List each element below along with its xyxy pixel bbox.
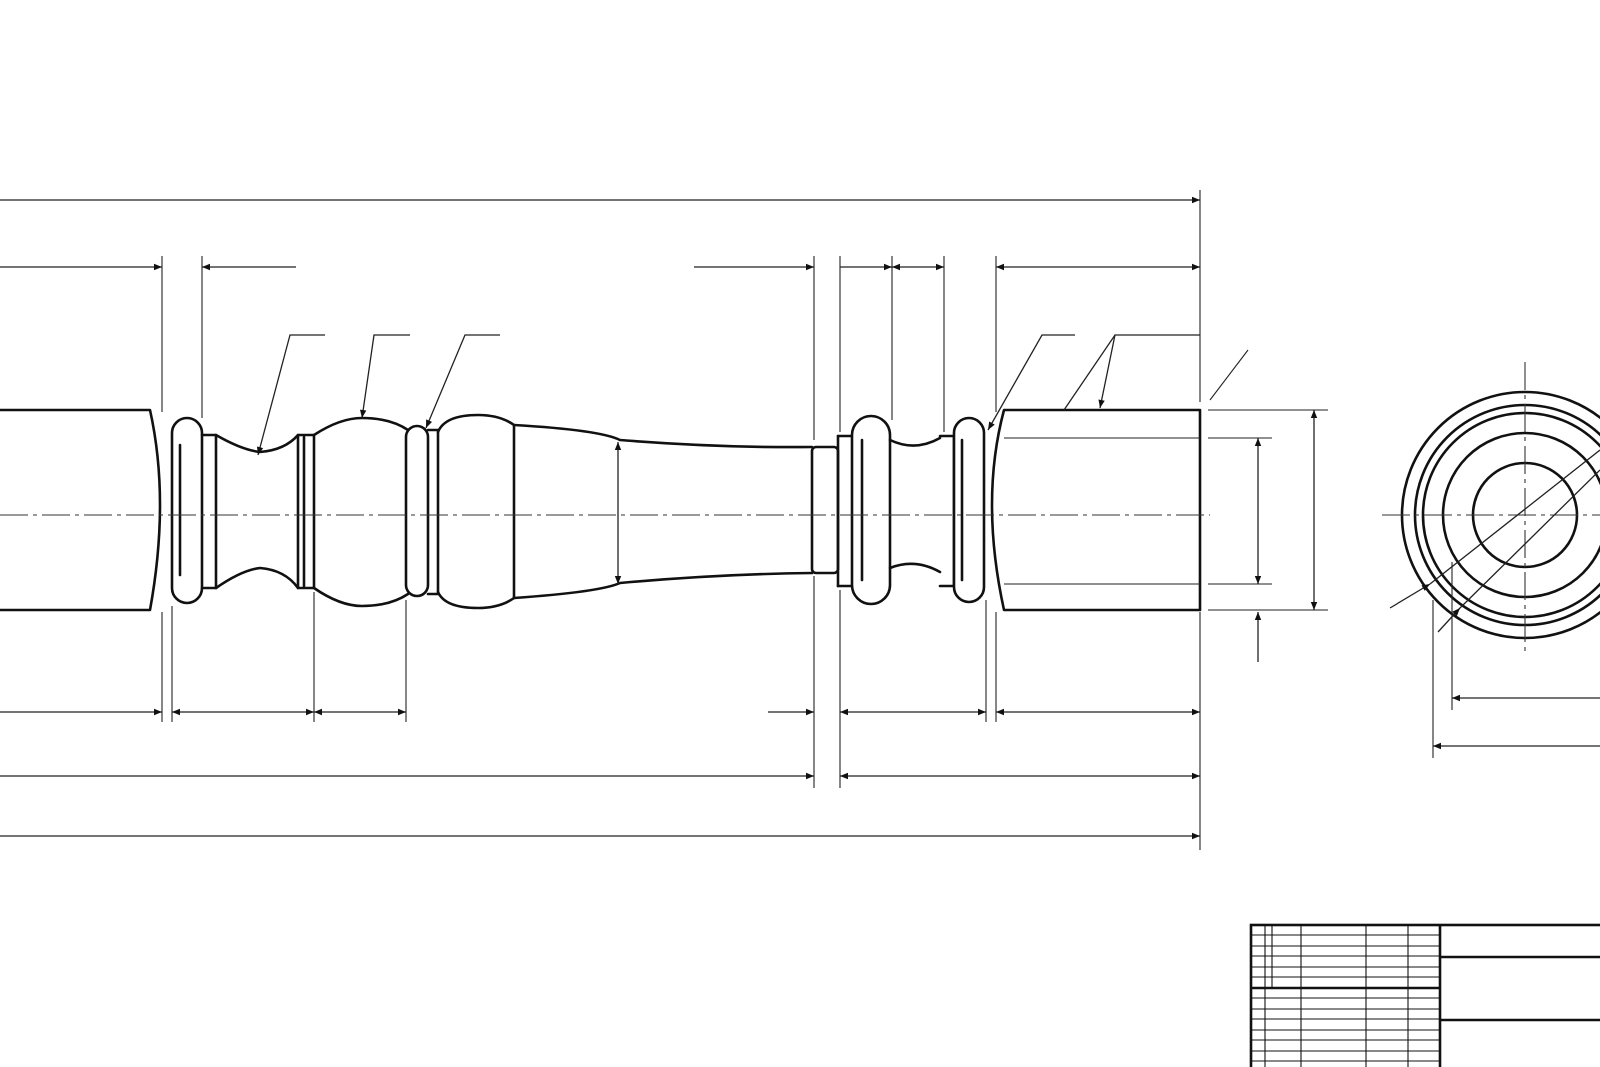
bead-mid xyxy=(404,424,430,598)
collar xyxy=(810,445,840,575)
dimensions-front xyxy=(0,190,1328,850)
bead-left xyxy=(170,416,204,605)
bead-right-small xyxy=(952,416,986,604)
title-block xyxy=(1249,923,1600,1067)
front-view xyxy=(0,408,1210,612)
end-view xyxy=(1382,362,1600,758)
left-block xyxy=(0,408,162,612)
bead-right-large xyxy=(850,414,892,606)
right-block xyxy=(990,408,1202,612)
large-bead xyxy=(312,416,410,608)
cove xyxy=(214,433,300,590)
vase-shoulder xyxy=(436,413,516,610)
taper xyxy=(512,423,814,600)
